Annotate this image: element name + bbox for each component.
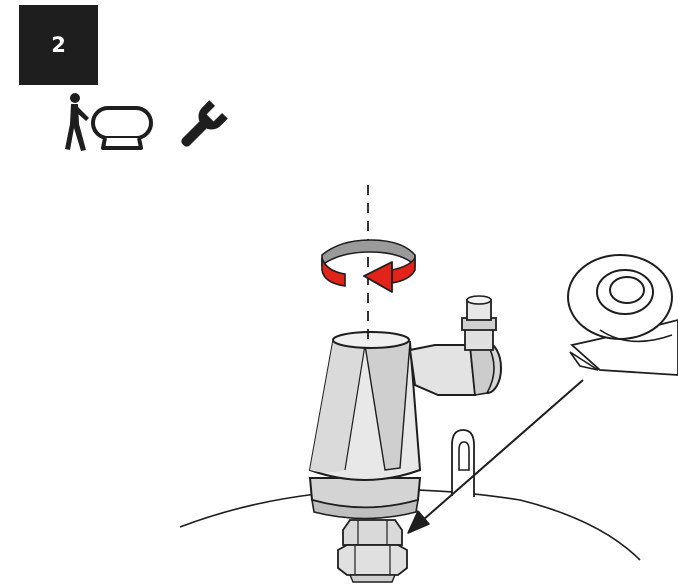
step-number: 2 — [51, 32, 66, 57]
mounting-lug — [451, 429, 475, 497]
pictogram-row — [55, 90, 255, 160]
step-number-badge: 2 — [19, 5, 98, 85]
air-vent-valve — [308, 295, 502, 520]
pointer-arrow — [407, 379, 584, 534]
wrench-icon — [181, 100, 228, 147]
ptfe-tape-roll — [567, 254, 678, 376]
rotation-arrow — [321, 239, 416, 293]
person-walking-icon — [65, 93, 89, 151]
threaded-nipple — [337, 519, 408, 583]
vessel-tank-icon — [91, 106, 153, 150]
